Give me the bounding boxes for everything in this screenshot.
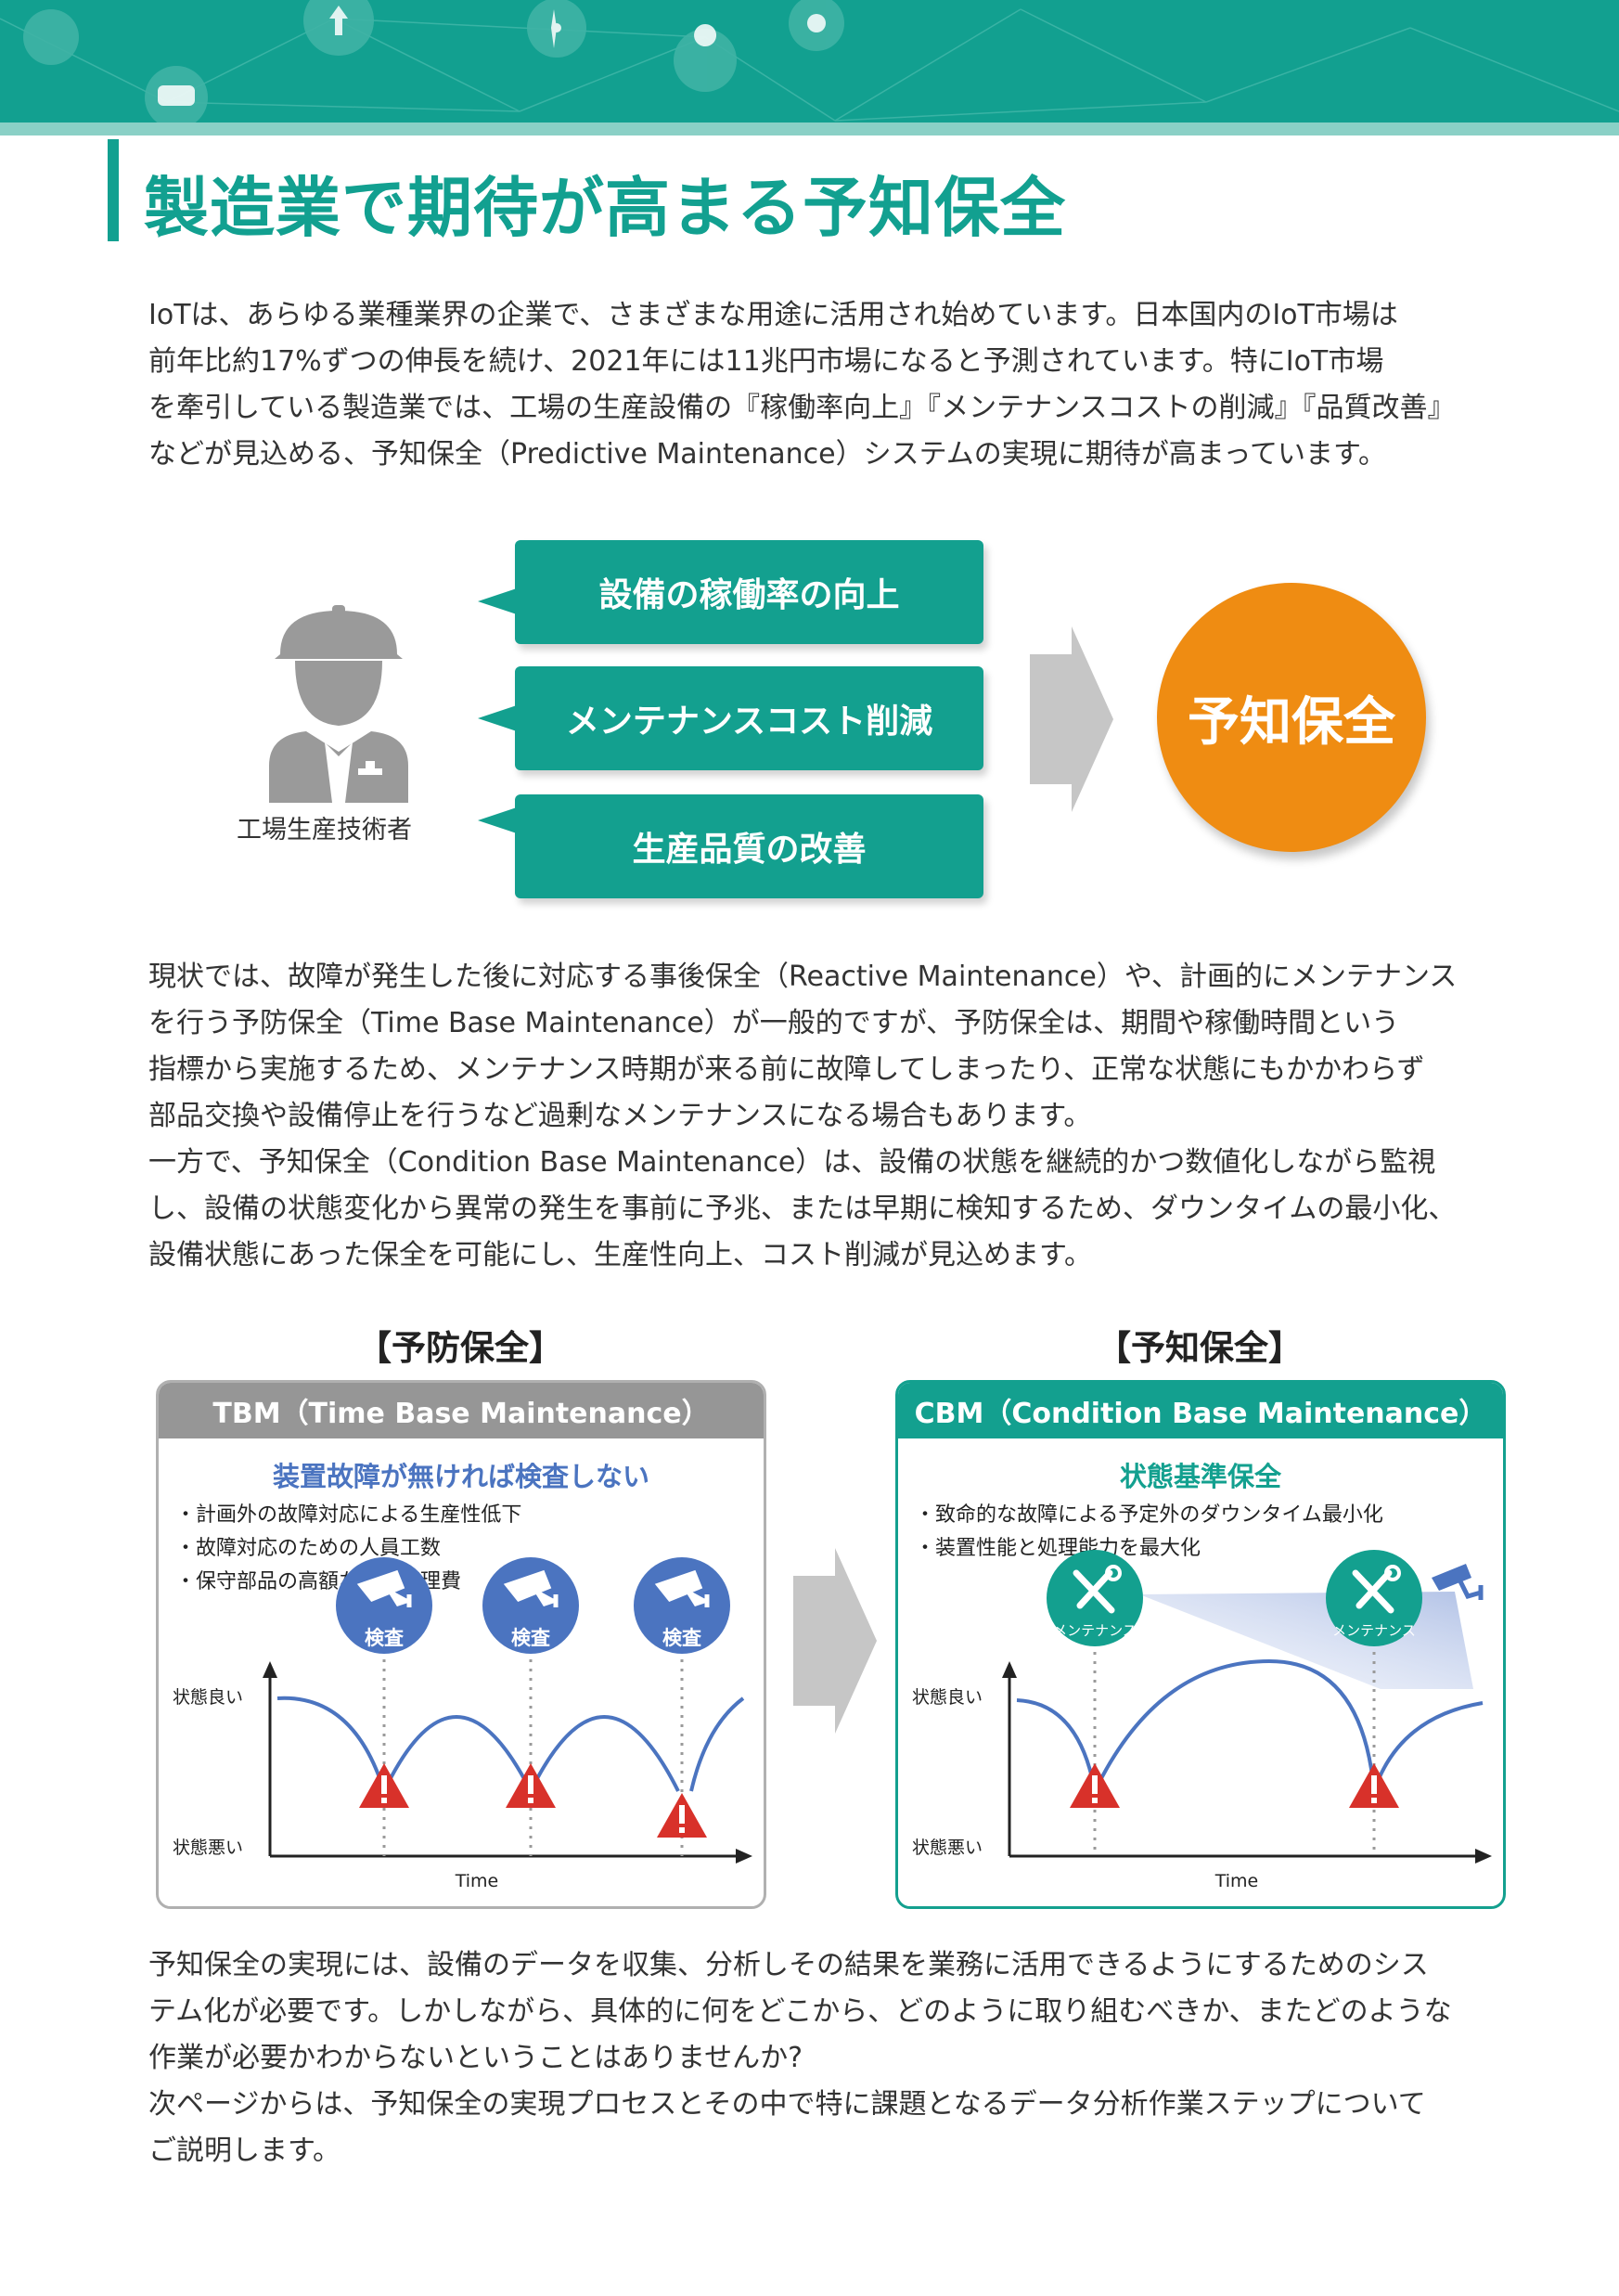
warning-icon bbox=[506, 1763, 556, 1808]
tbm-badge-1: 検査 bbox=[336, 1557, 432, 1654]
tbm-section-heading: 【予防保全】 bbox=[357, 1328, 563, 1368]
benefit-bubble-quality: 生産品質の改善 bbox=[478, 794, 983, 898]
maintenance-label: メンテナンス bbox=[1332, 1622, 1416, 1639]
body-line: 設備状態にあった保全を可能にし、生産性向上、コスト削減が見込めます。 bbox=[148, 1239, 1092, 1271]
list-item: 計画外の故障対応による生産性低下 bbox=[175, 1499, 521, 1532]
tbm-badge-3: 検査 bbox=[634, 1557, 730, 1654]
title-accent-bar bbox=[108, 139, 119, 241]
body-line: 現状では、故障が発生した後に対応する事後保全（Reactive Maintena… bbox=[148, 961, 1458, 993]
closing-line: 予知保全の実現には、設備のデータを収集、分析しその結果を業務に活用できるようにす… bbox=[148, 1949, 1429, 1981]
header-strip bbox=[0, 123, 1619, 135]
maintenance-label: メンテナンス bbox=[1053, 1622, 1137, 1639]
cbm-panel-title: CBM（Condition Base Maintenance） bbox=[898, 1383, 1503, 1438]
closing-paragraph: 予知保全の実現には、設備のデータを収集、分析しその結果を業務に活用できるようにす… bbox=[148, 1942, 1517, 2174]
camera-icon bbox=[1432, 1564, 1484, 1600]
body-line: 部品交換や設備停止を行うなど過剰なメンテナンスになる場合もあります。 bbox=[148, 1100, 1092, 1132]
warning-icon bbox=[1070, 1763, 1120, 1808]
cbm-condition-curve bbox=[1016, 1658, 1484, 1798]
page-title: 製造業で期待が高まる予知保全 bbox=[144, 170, 1066, 246]
list-item: 故障対応のための人員工数 bbox=[175, 1532, 521, 1566]
tbm-panel-subtitle: 装置故障が無ければ検査しない bbox=[272, 1461, 649, 1492]
benefit-bubble-uptime: 設備の稼働率の向上 bbox=[478, 540, 983, 644]
y-axis-bad-label: 状態悪い bbox=[912, 1838, 983, 1858]
benefit-label: 生産品質の改善 bbox=[632, 831, 867, 869]
bubble-tail bbox=[478, 807, 517, 833]
intro-line: を牽引している製造業では、工場の生産設備の『稼働率向上』『メンテナンスコストの削… bbox=[148, 392, 1456, 424]
cbm-section-heading: 【予知保全】 bbox=[1097, 1328, 1303, 1368]
cbm-panel-subtitle: 状態基準保全 bbox=[1119, 1461, 1281, 1492]
tbm-condition-curve bbox=[276, 1696, 745, 1797]
list-item: 致命的な故障による予定外のダウンタイム最小化 bbox=[915, 1499, 1383, 1532]
warning-icon bbox=[657, 1793, 707, 1838]
tbm-panel-title: TBM（Time Base Maintenance） bbox=[159, 1383, 764, 1438]
body-paragraph: 現状では、故障が発生した後に対応する事後保全（Reactive Maintena… bbox=[148, 954, 1517, 1279]
intro-line: 前年比約17%ずつの伸長を続け、2021年には11兆円市場になると予測されていま… bbox=[148, 345, 1384, 378]
sensor-beam bbox=[1139, 1592, 1473, 1689]
intro-paragraph: IoTは、あらゆる業種業界の企業で、さまざまな用途に活用され始めています。日本国… bbox=[148, 292, 1517, 478]
inspection-label: 検査 bbox=[365, 1627, 404, 1649]
warning-icon bbox=[359, 1763, 409, 1808]
cbm-panel: CBM（Condition Base Maintenance） 状態基準保全 致… bbox=[895, 1380, 1506, 1909]
x-axis-label: Time bbox=[455, 1871, 499, 1891]
worker-label: 工場生産技術者 bbox=[237, 816, 412, 845]
benefit-label: メンテナンスコスト削減 bbox=[565, 703, 933, 741]
right-arrow-icon bbox=[1030, 626, 1113, 812]
right-arrow-icon bbox=[793, 1548, 877, 1734]
body-line: 指標から実施するため、メンテナンス時期が来る前に故障してしまったり、正常な状態に… bbox=[148, 1053, 1425, 1086]
iot-network-decoration bbox=[0, 0, 1619, 129]
cbm-condition-chart: 状態良い 状態悪い Time メンテナンス メンテナンス bbox=[912, 1550, 1492, 1891]
cbm-badge-2: メンテナンス bbox=[1326, 1550, 1422, 1646]
tbm-condition-chart: 状態良い 状態悪い Time 検査 検査 検査 bbox=[173, 1557, 752, 1891]
worker-icon bbox=[269, 605, 408, 803]
y-axis-good-label: 状態良い bbox=[173, 1687, 243, 1708]
y-axis-bad-label: 状態悪い bbox=[173, 1838, 243, 1858]
body-line: を行う予防保全（Time Base Maintenance）が一般的ですが、予防… bbox=[148, 1007, 1400, 1039]
x-axis-label: Time bbox=[1214, 1871, 1259, 1891]
closing-line: 次ページからは、予知保全の実現プロセスとその中で特に課題となるデータ分析作業ステ… bbox=[148, 2088, 1426, 2121]
closing-line: テム化が必要です。しかしながら、具体的に何をどこから、どのように取り組むべきか、… bbox=[148, 1995, 1452, 2028]
tbm-badge-2: 検査 bbox=[482, 1557, 579, 1654]
body-line: 一方で、予知保全（Condition Base Maintenance）は、設備… bbox=[148, 1146, 1436, 1179]
cbm-axes bbox=[1002, 1661, 1492, 1864]
warning-icon bbox=[1349, 1763, 1399, 1808]
goal-circle: 予知保全 bbox=[1157, 583, 1426, 852]
y-axis-good-label: 状態良い bbox=[912, 1687, 983, 1708]
tbm-guide-lines bbox=[382, 1613, 684, 1856]
inspection-label: 検査 bbox=[662, 1627, 701, 1649]
bubble-tail bbox=[478, 705, 517, 731]
benefit-bubble-cost: メンテナンスコスト削減 bbox=[478, 666, 983, 770]
list-item: 装置性能と処理能力を最大化 bbox=[915, 1532, 1383, 1566]
closing-line: 作業が必要かわからないということはありませんか? bbox=[148, 2042, 803, 2074]
inspection-label: 検査 bbox=[511, 1627, 550, 1649]
intro-line: IoTは、あらゆる業種業界の企業で、さまざまな用途に活用され始めています。日本国… bbox=[148, 299, 1398, 331]
tbm-panel: TBM（Time Base Maintenance） 装置故障が無ければ検査しな… bbox=[156, 1380, 766, 1909]
intro-line: などが見込める、予知保全（Predictive Maintenance）システム… bbox=[148, 438, 1387, 471]
cbm-badge-1: メンテナンス bbox=[1047, 1550, 1143, 1646]
benefit-label: 設備の稼働率の向上 bbox=[598, 576, 900, 614]
tbm-axes bbox=[263, 1661, 752, 1864]
closing-line: ご説明します。 bbox=[148, 2135, 341, 2167]
cbm-bullet-list: 致命的な故障による予定外のダウンタイム最小化 装置性能と処理能力を最大化 bbox=[915, 1499, 1383, 1566]
header-band bbox=[0, 0, 1619, 135]
bubble-tail bbox=[478, 588, 517, 614]
body-line: し、設備の状態変化から異常の発生を事前に予兆、または早期に検知するため、ダウンタ… bbox=[148, 1193, 1457, 1225]
